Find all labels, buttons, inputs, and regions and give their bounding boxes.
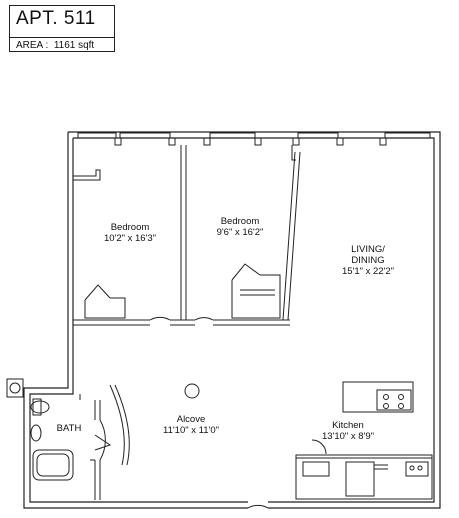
apartment-number: APT. 511 (16, 8, 96, 29)
ceiling-fixture (184, 383, 200, 399)
area-value: 1161 sqft (53, 40, 95, 51)
closets (84, 263, 281, 319)
kitchen-dims: 13'10" x 8'9" (321, 431, 375, 442)
bedroom-1-name: Bedroom (110, 222, 150, 233)
room-label-bath: BATH (52, 423, 86, 434)
kitchen-fixtures (295, 381, 433, 500)
area-line: AREA : 1161 sqft (16, 40, 94, 51)
room-label-bedroom-1: Bedroom 10'2" x 16'3" (98, 222, 162, 244)
room-label-bedroom-2: Bedroom 9'6" x 16'2" (208, 216, 272, 238)
room-label-living-dining: LIVING/ DINING 15'1" x 22'2" (330, 244, 406, 277)
bath-walls (79, 384, 130, 500)
bath-fixtures (30, 398, 74, 481)
room-label-alcove: Alcove 11'10" x 11'0" (156, 414, 226, 436)
windows (77, 132, 431, 146)
alcove-name: Alcove (176, 414, 206, 425)
kitchen-name: Kitchen (332, 420, 364, 431)
bedroom-2-dims: 9'6" x 16'2" (216, 227, 264, 238)
bath-name: BATH (56, 423, 82, 434)
entry-door (247, 504, 269, 509)
bedroom-2-name: Bedroom (220, 216, 260, 227)
bedroom-doors (149, 316, 214, 321)
alcove-dims: 11'10" x 11'0" (163, 425, 219, 436)
living-name-line1: LIVING/ (351, 244, 385, 255)
interior-walls (73, 145, 301, 326)
room-label-kitchen: Kitchen 13'10" x 8'9" (310, 420, 386, 442)
living-name-line2: DINING (351, 255, 385, 266)
area-label: AREA : (16, 40, 49, 51)
apartment-title-box: APT. 511 AREA : 1161 sqft (9, 5, 115, 52)
bedroom-1-dims: 10'2" x 16'3" (103, 233, 157, 244)
living-dims: 15'1" x 22'2" (341, 266, 395, 277)
title-divider (10, 37, 114, 38)
structural-column (6, 378, 24, 398)
